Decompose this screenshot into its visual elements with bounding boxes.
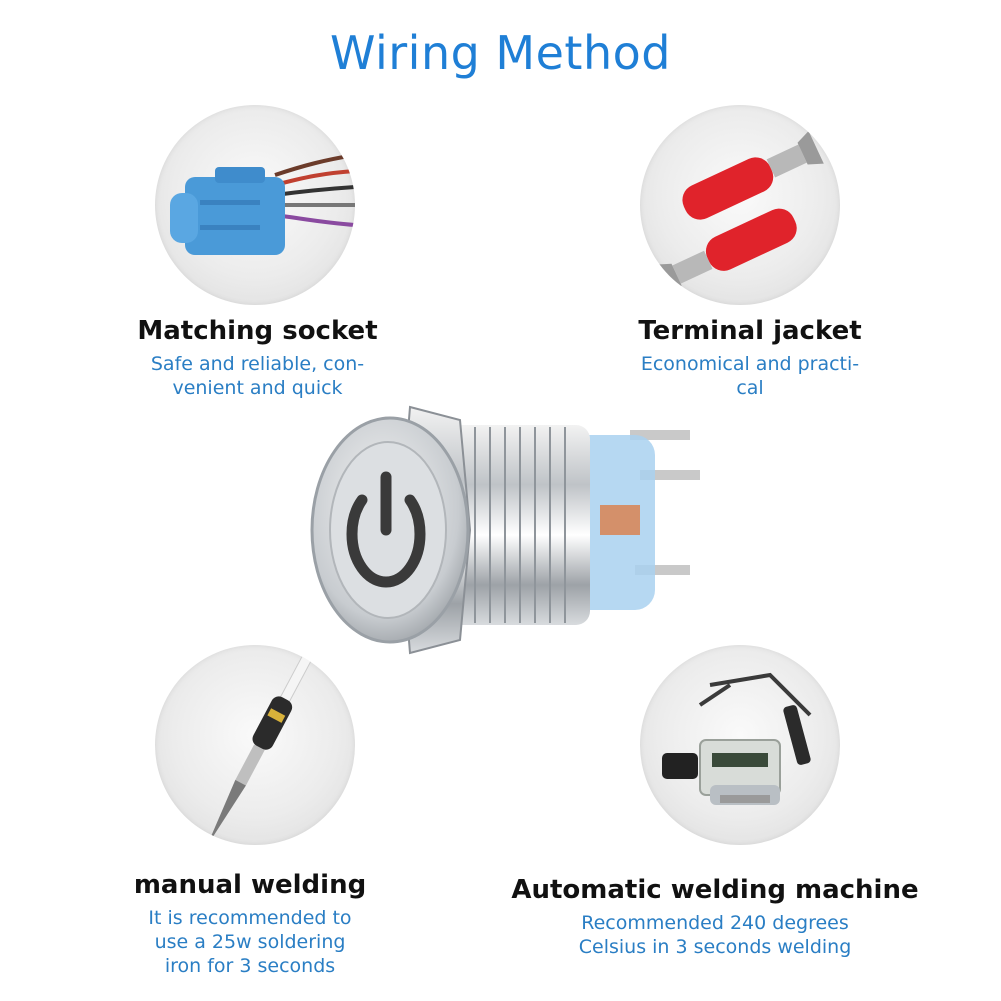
connector-socket-icon [170, 153, 355, 255]
description-line: iron for 3 seconds [164, 955, 336, 977]
caption-matching-socket: Matching socket Safe and reliable, con- … [105, 316, 410, 400]
method-description: Safe and reliable, con- venient and quic… [105, 352, 410, 400]
method-description: Recommended 240 degrees Celsius in 3 sec… [510, 911, 920, 959]
automatic-welding-image [640, 645, 840, 845]
caption-terminal-jacket: Terminal jacket Economical and practi- c… [600, 316, 900, 400]
description-line: Recommended 240 degrees [581, 912, 849, 934]
caption-automatic-welding: Automatic welding machine Recommended 24… [510, 875, 920, 959]
description-line: use a 25w soldering [154, 931, 346, 953]
description-line: Safe and reliable, con- [150, 353, 365, 375]
terminal-jacket-image [640, 105, 840, 305]
method-heading: Terminal jacket [638, 316, 862, 346]
description-line: cal [736, 377, 764, 399]
method-description: Economical and practi- cal [600, 352, 900, 400]
description-line: venient and quick [172, 377, 343, 399]
terminal-jacket-icon [655, 130, 824, 298]
soldering-iron-icon [211, 647, 317, 837]
method-description: It is recommended to use a 25w soldering… [90, 906, 410, 978]
method-heading: Automatic welding machine [511, 875, 919, 905]
method-heading: manual welding [133, 870, 367, 900]
description-line: Celsius in 3 seconds welding [578, 936, 852, 958]
matching-socket-image [155, 105, 355, 305]
description-line: It is recommended to [148, 907, 352, 929]
caption-manual-welding: manual welding It is recommended to use … [90, 870, 410, 978]
method-heading: Matching socket [137, 316, 378, 346]
manual-welding-image [155, 645, 355, 845]
power-push-button-icon [310, 405, 700, 655]
description-line: Economical and practi- [640, 353, 860, 375]
welding-station-icon [662, 672, 812, 805]
product-image [300, 395, 710, 665]
page-title: Wiring Method [330, 26, 671, 80]
